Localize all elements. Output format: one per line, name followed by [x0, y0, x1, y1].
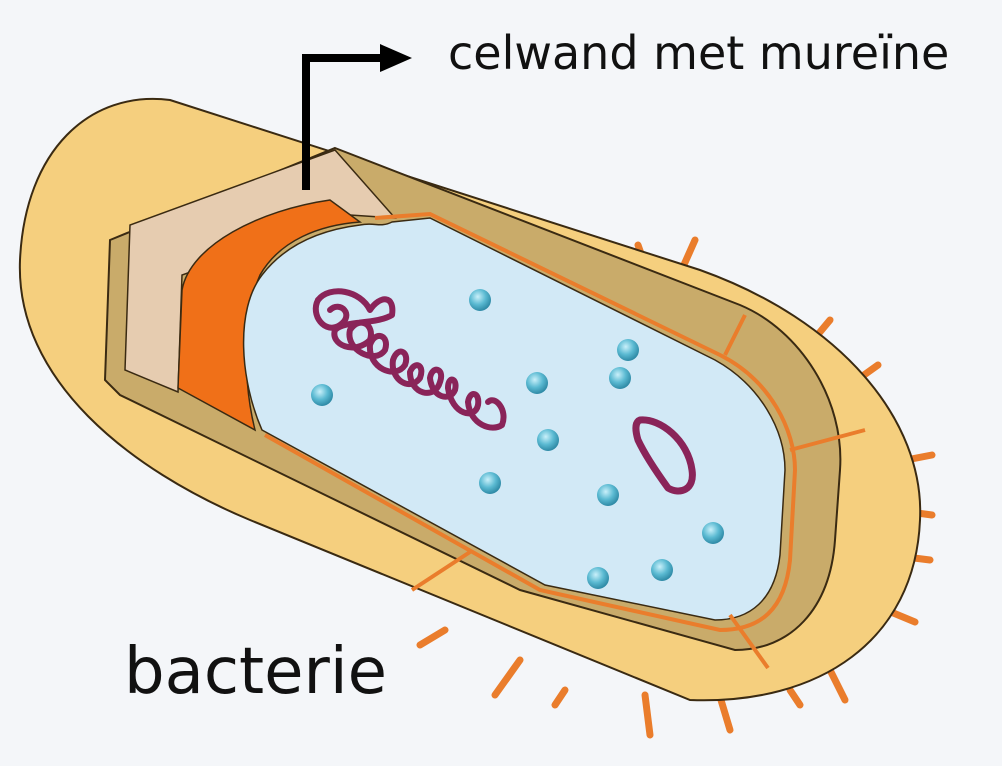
- pilus: [416, 626, 449, 649]
- ribosome-dot-icon: [617, 339, 639, 361]
- ribosome-dot-icon: [479, 472, 501, 494]
- plasmid: [632, 416, 696, 495]
- dna-chromosome-loop: [312, 297, 350, 331]
- pilus: [786, 686, 804, 709]
- ribosome-dot-icon: [469, 289, 491, 311]
- pilus-base: [728, 613, 770, 670]
- ribosomes: [311, 289, 724, 589]
- ribosome-dot-icon: [537, 429, 559, 451]
- inner-membrane: [264, 211, 798, 633]
- ribosome-dot-icon: [311, 384, 333, 406]
- pilus-base: [410, 550, 472, 592]
- ribosome-dot-icon: [702, 522, 724, 544]
- ribosome-dot-icon: [651, 559, 673, 581]
- pilus: [641, 691, 654, 739]
- cell-wall-label: celwand met mureïne: [448, 26, 950, 80]
- ribosome-dot-icon: [597, 484, 619, 506]
- ribosome-dot-icon: [526, 372, 548, 394]
- pilus: [551, 686, 569, 709]
- pilus-base: [723, 314, 747, 356]
- arrow-right-icon: [302, 44, 412, 190]
- bacterium-label: bacterie: [124, 635, 387, 709]
- pilus-bases: [410, 314, 866, 670]
- ribosome-dot-icon: [587, 567, 609, 589]
- ribosome-dot-icon: [609, 367, 631, 389]
- pilus: [491, 656, 524, 699]
- pilus-base: [789, 428, 866, 452]
